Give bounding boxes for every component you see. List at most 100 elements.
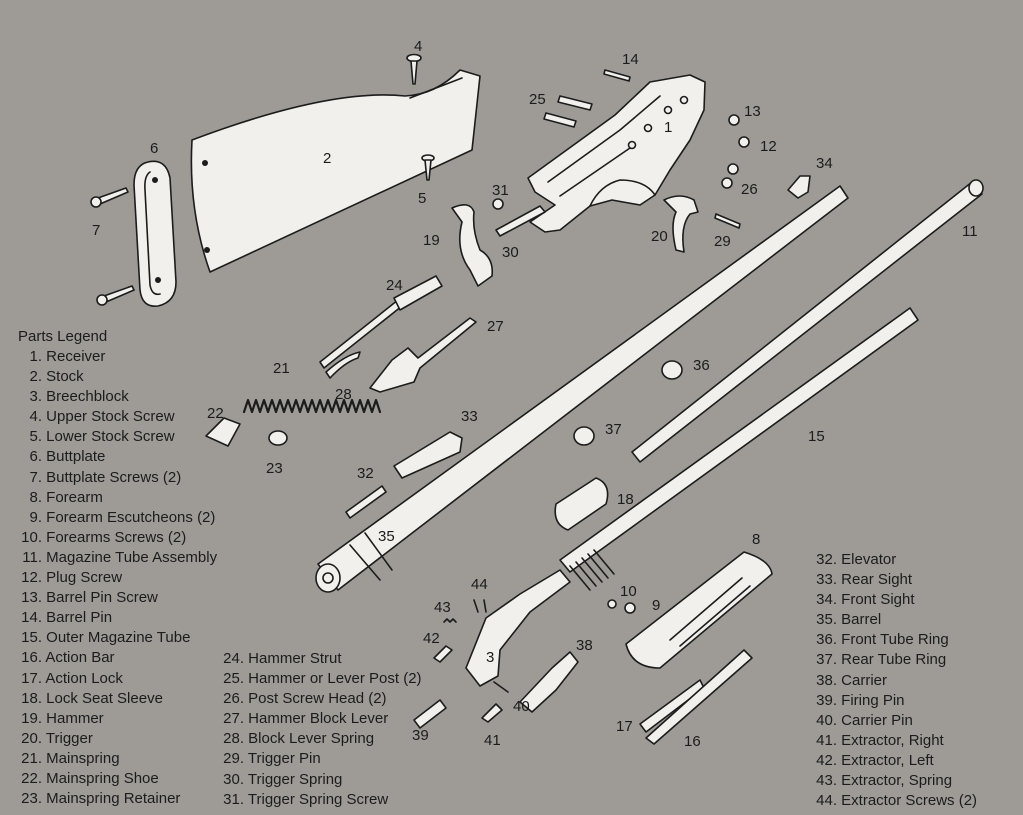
callout-number: 12	[760, 138, 777, 155]
legend-item-number: 21.	[21, 749, 42, 767]
callout-number: 39	[412, 727, 429, 744]
callout-number: 35	[378, 528, 395, 545]
barrel-pin-screw	[728, 114, 740, 126]
legend-item-number: 34.	[816, 591, 837, 609]
callout-number: 3	[486, 649, 494, 666]
legend-item-label: Trigger Spring Screw	[247, 790, 389, 808]
legend-item-label: Rear Sight	[841, 571, 913, 589]
legend-item: 4. Upper Stock Screw	[14, 407, 217, 427]
elevator-part	[345, 485, 387, 519]
callout-number: 40	[513, 698, 530, 715]
buttplate-part	[133, 160, 177, 307]
legend-item-label: Carrier	[841, 671, 888, 689]
legend-item-number: 22.	[21, 769, 42, 787]
legend-item-label: Mainspring Retainer	[46, 790, 181, 808]
legend-item: 17. Action Lock	[14, 669, 217, 689]
lever-post	[543, 112, 577, 128]
legend-item-number: 40.	[816, 711, 837, 729]
buttplate-screw	[90, 187, 129, 208]
legend-item: 38. Carrier	[811, 671, 977, 691]
legend-item-label: Buttplate	[46, 448, 106, 466]
legend-item: 1. Receiver	[14, 347, 217, 367]
legend-item-label: Trigger Pin	[247, 750, 321, 768]
legend-item-number: 33.	[816, 571, 837, 589]
front-tube-ring-part	[661, 360, 683, 380]
legend-item-number: 26.	[223, 690, 244, 708]
legend-item-number: 18.	[21, 689, 42, 707]
callout-number: 18	[617, 491, 634, 508]
callout-number: 31	[492, 182, 509, 199]
rear-sight-part	[393, 431, 463, 479]
callout-number: 24	[386, 277, 403, 294]
lever-post	[557, 95, 593, 111]
callout-number: 32	[357, 465, 374, 482]
legend-item-number: 3.	[29, 388, 42, 406]
legend-item: 5. Lower Stock Screw	[14, 427, 217, 447]
legend-item-label: Extractor Screws (2)	[841, 792, 978, 810]
legend-item-label: Hammer	[46, 709, 104, 727]
legend-item-number: 28.	[223, 730, 244, 748]
legend-item-label: Hammer or Lever Post (2)	[248, 670, 422, 688]
legend-item: 29. Trigger Pin	[215, 749, 422, 769]
forearm-escutcheon	[624, 602, 636, 614]
legend-item-number: 15.	[21, 629, 42, 647]
callout-number: 17	[616, 718, 633, 735]
mainspring-part	[242, 398, 382, 414]
front-sight-part	[787, 175, 811, 199]
legend-item: 41. Extractor, Right	[811, 731, 977, 751]
legend-item: 22. Mainspring Shoe	[14, 769, 217, 789]
upper-stock-screw	[406, 53, 422, 85]
legend-item-number: 4.	[29, 408, 42, 426]
legend-item-label: Block Lever Spring	[248, 730, 375, 748]
legend-item-label: Magazine Tube Assembly	[46, 548, 218, 566]
legend-item: 39. Firing Pin	[811, 691, 977, 711]
legend-item-number: 9.	[29, 508, 42, 526]
callout-number: 37	[605, 421, 622, 438]
forearm-part	[625, 551, 773, 669]
legend-item-label: Plug Screw	[46, 569, 123, 587]
legend-item-number: 10.	[21, 528, 42, 546]
legend-item-label: Breechblock	[46, 388, 129, 406]
legend-item-number: 2.	[29, 368, 42, 386]
legend-item-number: 41.	[816, 731, 837, 749]
legend-item-number: 36.	[816, 631, 837, 649]
mainspring-shoe-part	[205, 417, 241, 447]
legend-item-label: Barrel Pin	[46, 609, 113, 627]
legend-item-number: 16.	[21, 649, 42, 667]
stock-slot	[409, 77, 463, 99]
callout-number: 43	[434, 599, 451, 616]
legend-item-label: Barrel Pin Screw	[46, 589, 158, 607]
mainspring-retainer-part	[268, 430, 288, 446]
extractor-left-part	[433, 645, 453, 663]
legend-item-number: 32.	[816, 551, 837, 568]
legend-item-label: Forearm Escutcheons (2)	[46, 508, 216, 526]
legend-item-number: 13.	[21, 589, 42, 607]
legend-item: 12. Plug Screw	[14, 568, 217, 588]
callout-number: 5	[418, 190, 426, 207]
post-screw-head	[727, 163, 739, 175]
legend-item-label: Hammer Strut	[248, 650, 342, 667]
buttplate-screw	[96, 285, 135, 306]
callout-number: 15	[808, 428, 825, 445]
legend-item: 36. Front Tube Ring	[811, 630, 977, 650]
legend-item: 26. Post Screw Head (2)	[215, 689, 422, 709]
legend-item-label: Trigger	[45, 729, 93, 747]
legend-item: 2. Stock	[14, 367, 217, 387]
legend-item: 43. Extractor, Spring	[811, 771, 977, 791]
legend-item-label: Upper Stock Screw	[46, 408, 175, 426]
legend-item-number: 30.	[223, 770, 244, 788]
legend-item: 23. Mainspring Retainer	[14, 789, 217, 809]
legend-item: 27. Hammer Block Lever	[215, 709, 422, 729]
callout-number: 6	[150, 140, 158, 157]
legend-item: 6. Buttplate	[14, 447, 217, 467]
legend-item-number: 27.	[223, 710, 244, 728]
legend-item-number: 42.	[816, 751, 837, 769]
legend-item-label: Barrel	[841, 611, 882, 629]
legend-item: 30. Trigger Spring	[215, 770, 422, 790]
legend-item-number: 20.	[21, 729, 42, 747]
action-bar-part	[645, 649, 753, 745]
legend-item: 33. Rear Sight	[811, 570, 977, 590]
barrel-part	[317, 185, 849, 591]
